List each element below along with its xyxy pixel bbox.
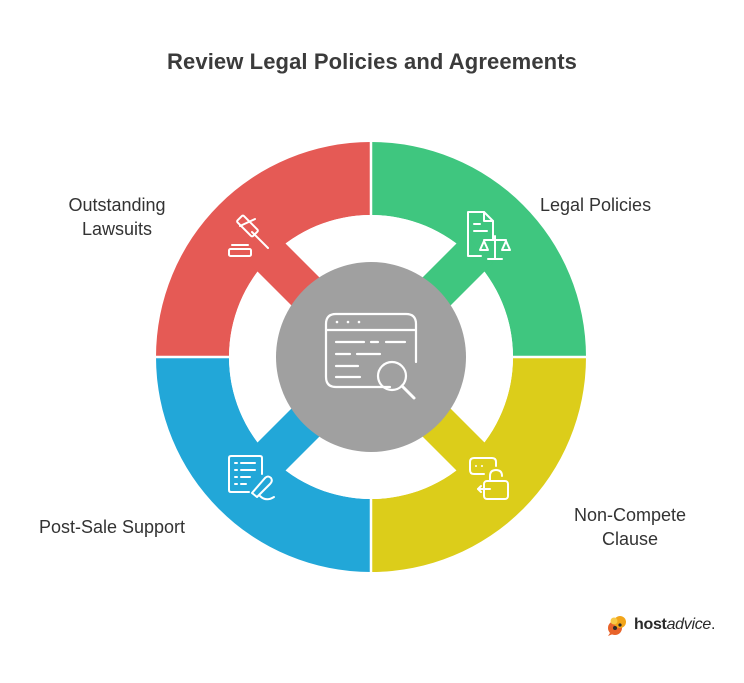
label-line: Outstanding xyxy=(68,195,166,215)
connector-arm-bl xyxy=(249,407,321,479)
connector-arm-br xyxy=(421,407,493,479)
label-line: Post-Sale Support xyxy=(38,517,186,537)
checklist-pen-icon xyxy=(228,455,275,501)
gavel-icon xyxy=(228,214,269,257)
label-legal-policies: Legal Policies xyxy=(540,193,690,217)
label-post-sale-support: Post-Sale Support xyxy=(22,515,202,539)
connector-arm-tl xyxy=(249,235,321,307)
browser-search-icon xyxy=(324,312,418,400)
label-outstanding-lawsuits: Outstanding Lawsuits xyxy=(52,193,182,241)
legal-document-scales-icon xyxy=(467,211,511,260)
connector-arm-tr xyxy=(421,235,493,307)
center-circle xyxy=(276,262,466,452)
hostadvice-logo-text: hostadvice. xyxy=(634,616,716,633)
label-line: Clause xyxy=(601,529,659,549)
label-non-compete-clause: Non-Compete Clause xyxy=(555,503,705,551)
hostadvice-logo-icon xyxy=(608,616,626,636)
label-line: Non-Compete xyxy=(573,505,687,525)
hostadvice-logo: hostadvice. xyxy=(606,612,715,638)
page-title: Review Legal Policies and Agreements xyxy=(167,49,577,74)
label-line: Lawsuits xyxy=(81,219,153,239)
chat-lock-icon xyxy=(469,457,509,500)
label-line: Legal Policies xyxy=(540,195,652,215)
